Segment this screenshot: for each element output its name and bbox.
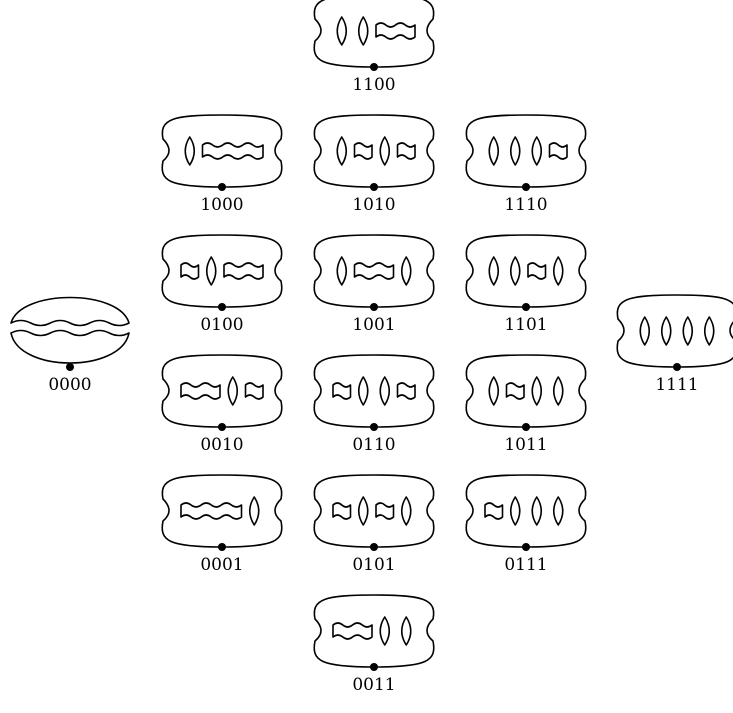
basepoint-dot — [522, 303, 530, 311]
state-label: 0011 — [352, 675, 395, 695]
basepoint-dot — [218, 423, 226, 431]
state-1000: 1000 — [161, 114, 283, 215]
state-label: 0001 — [200, 555, 243, 575]
basepoint-dot — [370, 303, 378, 311]
basepoint-dot — [370, 183, 378, 191]
state-0011: 0011 — [313, 594, 435, 695]
state-label: 0101 — [352, 555, 395, 575]
state-label: 1101 — [504, 315, 547, 335]
state-0010: 0010 — [161, 354, 283, 455]
state-1100: 1100 — [313, 0, 435, 95]
state-label: 0000 — [48, 375, 91, 395]
state-label: 1110 — [504, 195, 547, 215]
state-1001: 1001 — [313, 234, 435, 335]
state-label: 0010 — [200, 435, 243, 455]
state-0101: 0101 — [313, 474, 435, 575]
state-0001: 0001 — [161, 474, 283, 575]
state-1101: 1101 — [465, 234, 587, 335]
state-label: 1100 — [352, 75, 395, 95]
state-1110: 1110 — [465, 114, 587, 215]
state-0100: 0100 — [161, 234, 283, 335]
state-1111: 1111 — [616, 294, 733, 395]
state-label: 0111 — [504, 555, 547, 575]
basepoint-dot — [370, 543, 378, 551]
state-1010: 1010 — [313, 114, 435, 215]
basepoint-dot — [370, 63, 378, 71]
basepoint-dot — [66, 363, 74, 371]
basepoint-dot — [522, 423, 530, 431]
state-label: 1001 — [352, 315, 395, 335]
state-label: 1000 — [200, 195, 243, 215]
basepoint-dot — [522, 543, 530, 551]
state-0000: 0000 — [10, 296, 130, 395]
state-label: 0110 — [352, 435, 395, 455]
basepoint-dot — [370, 663, 378, 671]
state-label: 1011 — [504, 435, 547, 455]
basepoint-dot — [218, 183, 226, 191]
state-label: 1010 — [352, 195, 395, 215]
state-label: 1111 — [655, 375, 698, 395]
state-0110: 0110 — [313, 354, 435, 455]
state-0111: 0111 — [465, 474, 587, 575]
state-label: 0100 — [200, 315, 243, 335]
basepoint-dot — [218, 543, 226, 551]
state-1011: 1011 — [465, 354, 587, 455]
basepoint-dot — [218, 303, 226, 311]
basepoint-dot — [370, 423, 378, 431]
basepoint-dot — [522, 183, 530, 191]
basepoint-dot — [673, 363, 681, 371]
